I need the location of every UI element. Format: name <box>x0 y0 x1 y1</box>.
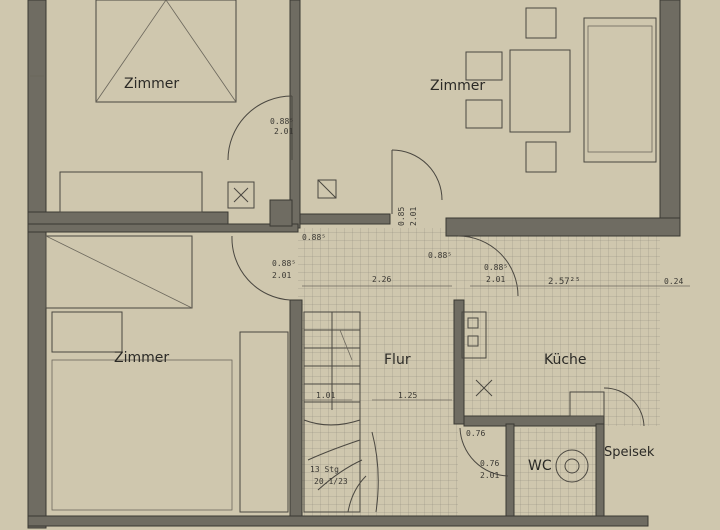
wc-fixtures <box>555 449 589 483</box>
staircase <box>303 311 379 513</box>
furniture-top-left <box>59 0 255 213</box>
dim-label: 13 Stg <box>310 465 339 474</box>
wc-tile-floor <box>510 428 600 518</box>
chimney <box>317 179 337 199</box>
dim-label: 0.88⁵ <box>302 233 326 242</box>
furniture-bottom-left <box>45 235 289 513</box>
room-label-bottom-left: Zimmer <box>114 350 169 366</box>
dim-label: 0.85 <box>397 207 406 226</box>
dimension-lines <box>30 75 690 401</box>
dim-label: 2.01 <box>274 127 293 136</box>
room-label-top-left: Zimmer <box>124 76 179 92</box>
room-label-top-right: Zimmer <box>430 78 485 94</box>
dim-label: 0.88⁵ <box>484 263 508 272</box>
dim-label: 20.1/23 <box>314 477 348 486</box>
dim-label: 0.24 <box>664 277 683 286</box>
door-swings <box>227 95 645 477</box>
room-label-wc: WC <box>528 458 552 474</box>
dim-label: 1.25 <box>398 391 417 400</box>
dim-label: 0.88⁵ <box>270 117 294 126</box>
dim-label: 0.88⁵ <box>428 251 452 260</box>
dim-label: 2.26 <box>372 275 391 284</box>
dim-label: 1.01 <box>316 391 335 400</box>
dim-label: 2.57²⁵ <box>548 277 581 287</box>
dim-label: 0.76 <box>466 429 485 438</box>
room-label-pantry: Speisek <box>604 445 655 460</box>
dim-label: 2.01 <box>480 471 499 480</box>
furniture-top-right <box>465 7 657 173</box>
kitchen-fixtures <box>461 311 605 417</box>
dim-label: 2.01 <box>486 275 505 284</box>
dim-label: 2.01 <box>272 271 291 280</box>
room-label-hall: Flur <box>384 352 411 368</box>
walls <box>27 0 681 529</box>
dim-label: 2.01 <box>409 207 418 226</box>
room-label-kitchen: Küche <box>544 352 587 368</box>
dim-label: 0.88⁵ <box>272 259 296 268</box>
dim-label: 0.76 <box>480 459 499 468</box>
